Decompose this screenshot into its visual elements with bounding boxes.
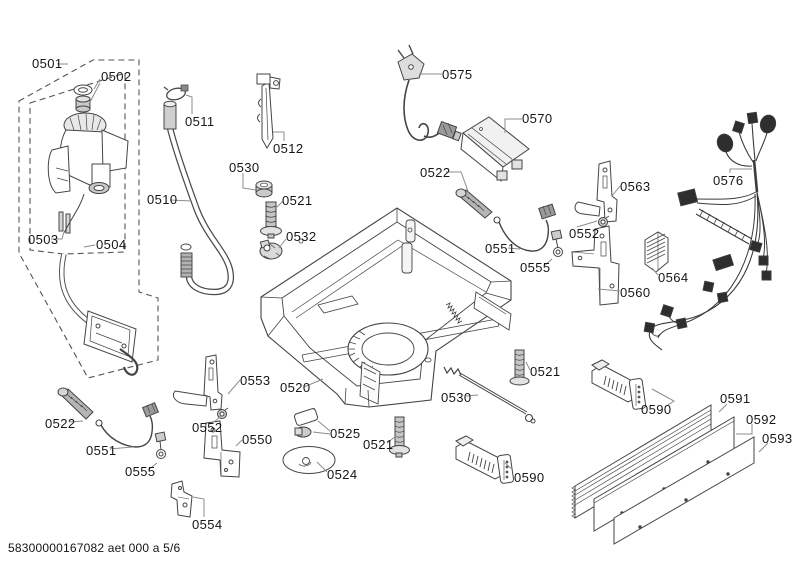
- base-pan-assembly: [260, 207, 523, 408]
- part-label-0525: 0525: [330, 426, 361, 441]
- part-label-0522_left: 0522: [45, 416, 76, 431]
- part-label-0590_right: 0590: [641, 402, 672, 417]
- clip-0552-right: [598, 215, 610, 227]
- water-valve-assembly: [47, 84, 129, 234]
- part-label-0501: 0501: [32, 56, 63, 71]
- part-label-0502: 0502: [101, 69, 132, 84]
- bracket-0550: [203, 420, 241, 478]
- part-label-0593: 0593: [762, 431, 793, 446]
- part-label-0553: 0553: [240, 373, 271, 388]
- sensor-wire-0551-top: [493, 203, 557, 252]
- part-label-0521_top: 0521: [282, 193, 313, 208]
- leader-lines: [51, 63, 769, 517]
- clip-0552-left: [217, 407, 229, 419]
- panel-0593: [613, 436, 755, 545]
- control-module: [460, 116, 530, 182]
- dashed-group-boxes: [18, 59, 159, 379]
- power-cord: [397, 44, 462, 142]
- part-label-0591: 0591: [720, 391, 751, 406]
- part-label-0555_right: 0555: [520, 260, 551, 275]
- sensor-wire-0551-left: [95, 402, 160, 448]
- part-label-0570: 0570: [522, 111, 553, 126]
- part-label-0510: 0510: [147, 192, 178, 207]
- part-label-0590_left: 0590: [514, 470, 545, 485]
- part-label-0575: 0575: [442, 67, 473, 82]
- screw-0521-center: [389, 416, 410, 458]
- bracket-0553: [172, 354, 223, 411]
- part-label-0554: 0554: [192, 517, 223, 532]
- part-label-0576: 0576: [713, 173, 744, 188]
- bracket-0563: [574, 160, 618, 223]
- cable-0530-bottom: [443, 366, 536, 424]
- strip-0590-right: [591, 359, 647, 410]
- part-label-0511: 0511: [185, 114, 215, 129]
- part-label-0530_bottom: 0530: [441, 390, 472, 405]
- document-code: 58300000167082 aet 000 a 5/6: [8, 541, 181, 555]
- hose-clamp-0511: [163, 84, 189, 101]
- bracket-0554: [170, 480, 193, 518]
- plinth-panels: [571, 404, 755, 545]
- part-label-0504: 0504: [96, 237, 127, 252]
- part-label-0555_left: 0555: [125, 464, 156, 479]
- part-label-0520: 0520: [280, 380, 311, 395]
- bracket-0560: [571, 225, 620, 306]
- latch-0555-left: [154, 431, 167, 459]
- nut-0530-top: [255, 180, 273, 198]
- part-label-0532: 0532: [286, 229, 317, 244]
- part-label-0521_right: 0521: [530, 364, 561, 379]
- screw-0521-top: [260, 201, 282, 239]
- part-label-0551_right: 0551: [485, 241, 516, 256]
- part-label-0530_top: 0530: [229, 160, 260, 175]
- part-label-0560: 0560: [620, 285, 651, 300]
- part-label-0503: 0503: [28, 232, 59, 247]
- part-label-0521_center: 0521: [363, 437, 394, 452]
- part-0532: [259, 239, 283, 260]
- inlet-hose: [163, 84, 234, 296]
- part-label-0552_right: 0552: [569, 226, 600, 241]
- part-label-0552_left: 0552: [192, 420, 223, 435]
- cable-harness-0576: [643, 111, 777, 351]
- strip-0590-left: [455, 435, 514, 484]
- part-label-0592: 0592: [746, 412, 777, 427]
- damper-0522-left: [57, 387, 94, 420]
- part-label-0551_left: 0551: [86, 443, 117, 458]
- part-label-0564: 0564: [658, 270, 689, 285]
- part-label-0563: 0563: [620, 179, 651, 194]
- part-label-0524: 0524: [327, 467, 358, 482]
- part-label-0522_top: 0522: [420, 165, 451, 180]
- latch-0555-top: [550, 229, 563, 257]
- part-label-0550: 0550: [242, 432, 273, 447]
- screw-0521-right: [509, 349, 530, 386]
- aquastop-valve-plate: [58, 253, 139, 376]
- part-label-0512: 0512: [273, 141, 304, 156]
- bracket-0512: [256, 73, 281, 149]
- damper-0522-top: [455, 188, 493, 219]
- part-0525: [293, 407, 319, 438]
- terminal-block-0564: [644, 231, 669, 273]
